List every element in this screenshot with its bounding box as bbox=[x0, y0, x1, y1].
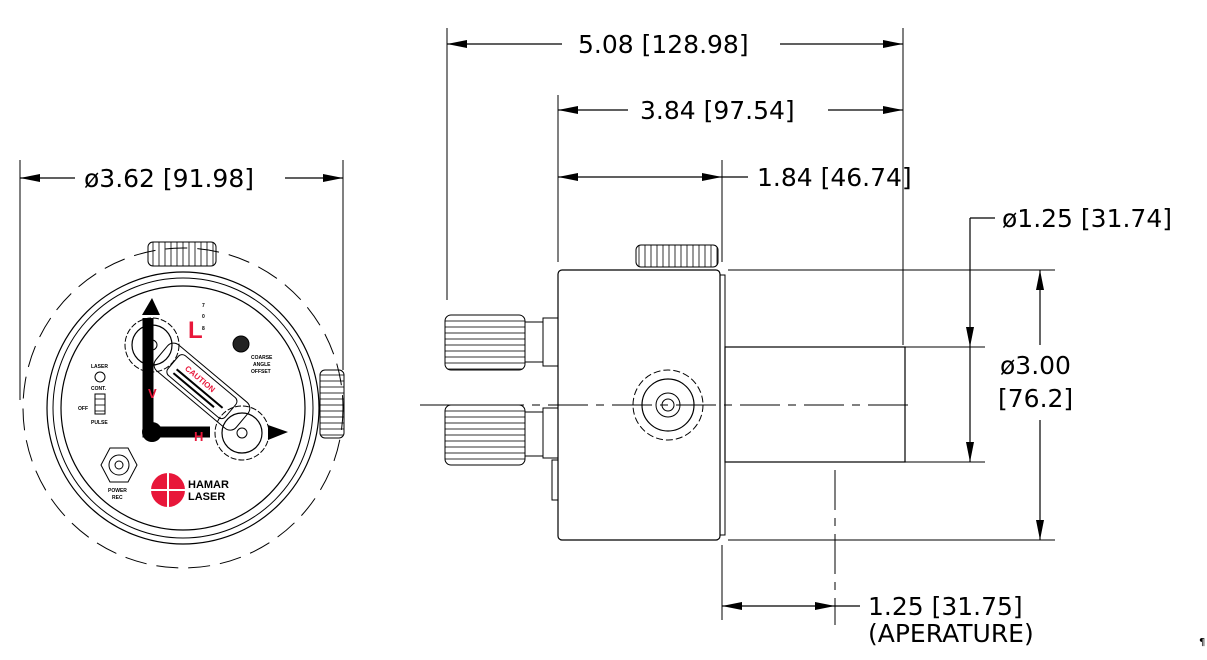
aperture-note: (APERATURE) bbox=[868, 619, 1034, 648]
mode-switch bbox=[94, 393, 106, 415]
logo-text: HAMAR bbox=[188, 479, 229, 491]
body-length-dimension: 1.84 [46.74] bbox=[757, 163, 912, 192]
offset-label: COARSE bbox=[251, 355, 273, 361]
indicator-led bbox=[232, 335, 250, 353]
vertical-adjust-knob bbox=[124, 317, 180, 373]
caution-label-plate: CAUTION bbox=[153, 342, 251, 431]
laser-led bbox=[94, 371, 106, 383]
face-circle bbox=[60, 285, 306, 531]
top-knob bbox=[147, 241, 217, 267]
horizontal-adjust-knob bbox=[214, 405, 270, 461]
power-connector bbox=[100, 447, 138, 483]
end-view: ø3.62 [91.98] V H CAUTION bbox=[19, 160, 345, 569]
v-label: V bbox=[148, 386, 157, 401]
off-label: OFF bbox=[78, 406, 88, 412]
connector-label: REC bbox=[112, 495, 123, 501]
laser-label: LASER bbox=[91, 364, 108, 370]
pulse-label: PULSE bbox=[91, 420, 108, 426]
offset-label: OFFSET bbox=[251, 369, 271, 375]
logo-text: LASER bbox=[188, 491, 225, 503]
offset-label: ANGLE bbox=[253, 362, 271, 368]
upper-adjust-knob bbox=[444, 314, 559, 371]
overall-length-dimension: 5.08 [128.98] bbox=[578, 30, 749, 59]
body-diameter-metric: [76.2] bbox=[998, 384, 1073, 413]
end-diameter-dimension: ø3.62 [91.98] bbox=[84, 164, 254, 193]
model-digit: 7 bbox=[202, 303, 205, 309]
body-diameter-dimension: ø3.00 bbox=[1000, 351, 1071, 380]
side-view: 5.08 [128.98] 3.84 [97.54] 1.84 [46.74] bbox=[420, 28, 1172, 648]
v-arrow-icon bbox=[142, 298, 160, 315]
side-bracket bbox=[551, 459, 559, 501]
connector-label: POWER bbox=[108, 488, 127, 494]
h-arrow-icon bbox=[268, 425, 288, 440]
pivot-dot bbox=[142, 422, 162, 442]
model-digit: 0 bbox=[202, 314, 205, 320]
lower-adjust-knob bbox=[444, 404, 559, 466]
aperture-offset-dimension: 1.25 [31.75] bbox=[868, 592, 1023, 621]
right-knob bbox=[319, 369, 345, 439]
top-knob bbox=[635, 244, 719, 268]
outer-envelope-circle bbox=[22, 247, 344, 569]
housing-circle bbox=[46, 271, 320, 545]
page-mark: ¶ bbox=[1199, 637, 1205, 648]
aperture-diameter-dimension: ø1.25 [31.74] bbox=[1002, 204, 1172, 233]
h-label: H bbox=[194, 429, 203, 444]
housing-inner-circle bbox=[52, 277, 314, 539]
cont-label: CONT. bbox=[91, 386, 107, 392]
body-to-end-dimension: 3.84 [97.54] bbox=[640, 96, 795, 125]
model-digit: 8 bbox=[202, 326, 205, 332]
model-letter: L bbox=[188, 317, 203, 344]
hamar-laser-logo: HAMAR LASER bbox=[151, 473, 229, 507]
